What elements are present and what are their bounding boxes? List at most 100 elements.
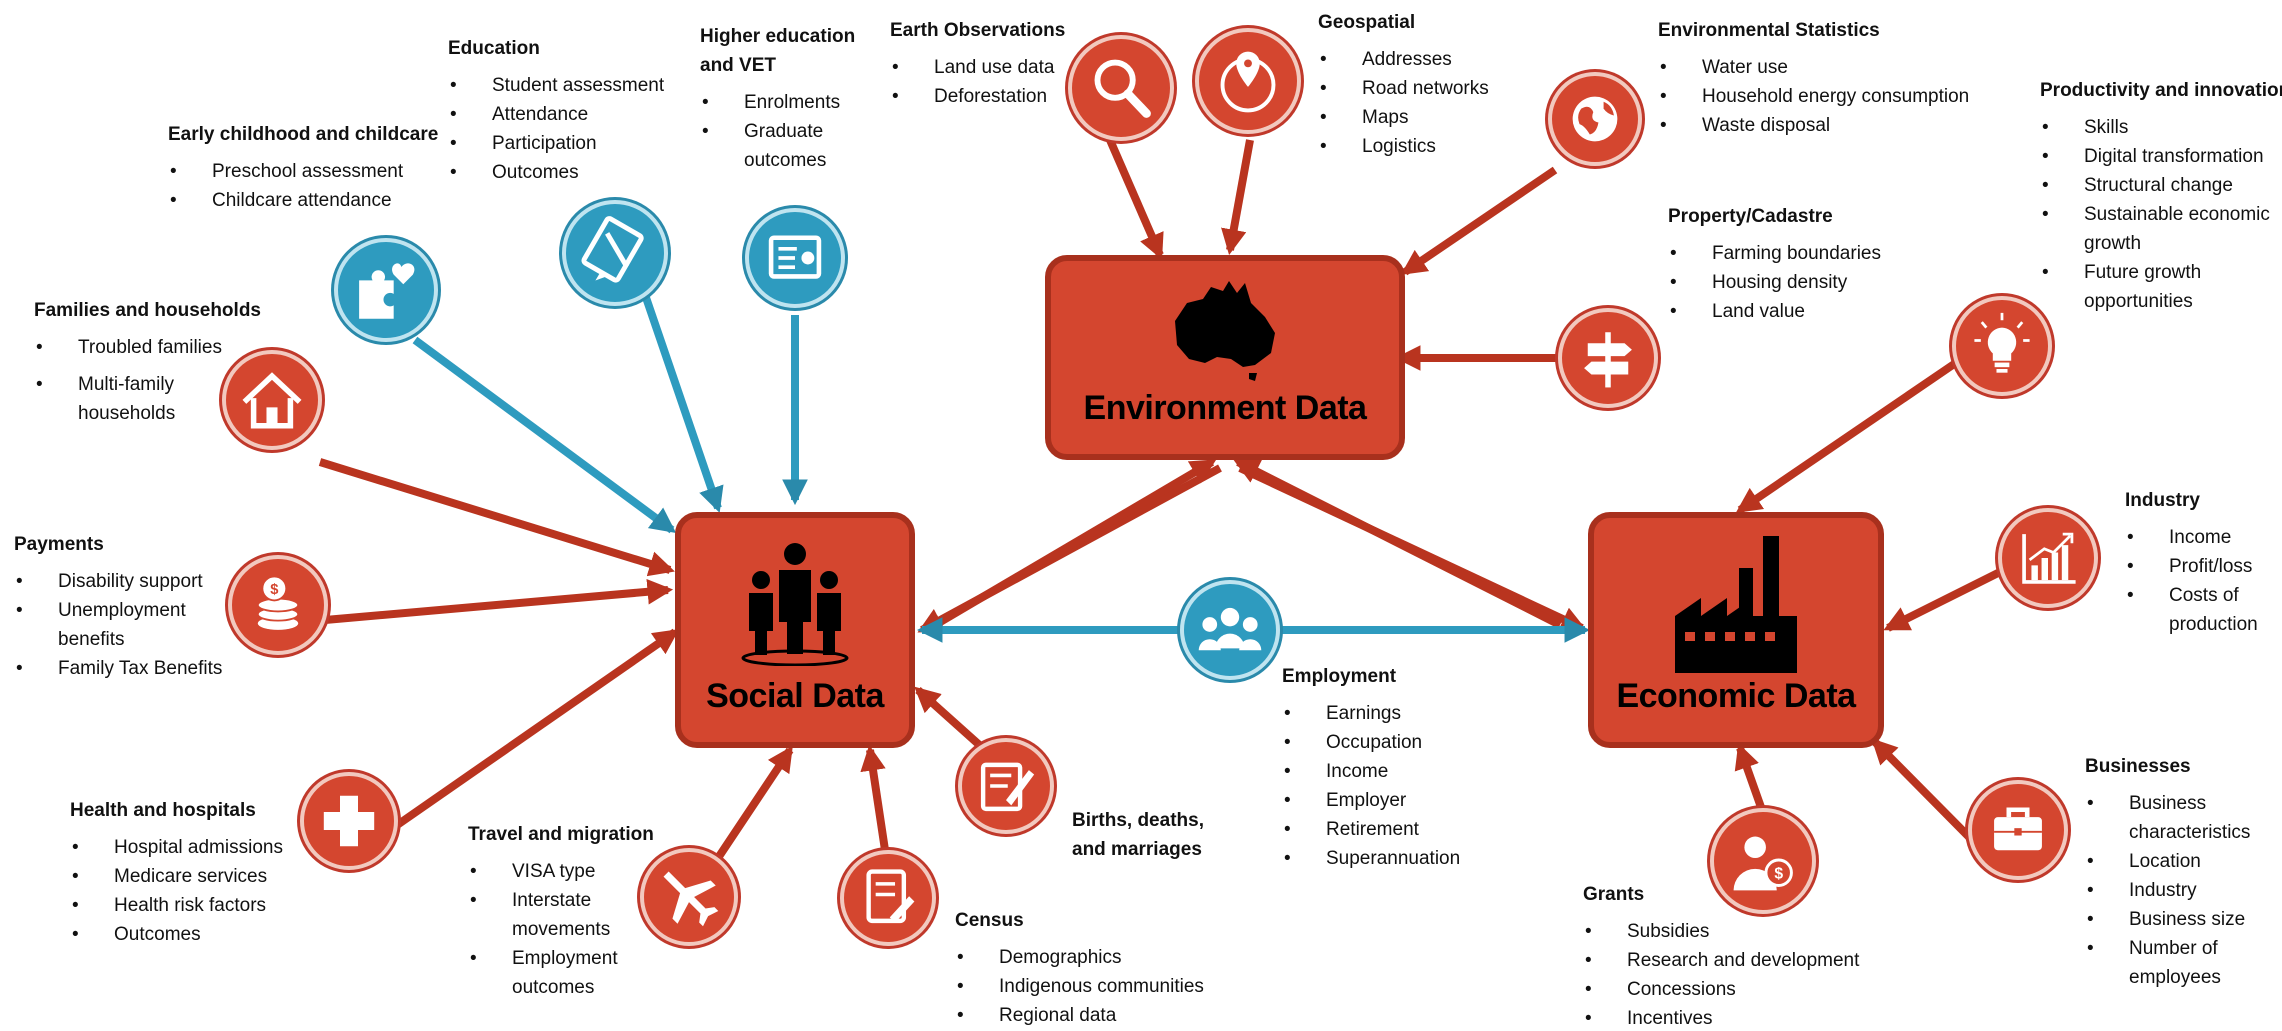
connector-social-environment: [927, 458, 1217, 632]
connector-payments: [324, 579, 674, 624]
group-heading: Education: [448, 38, 540, 59]
australia-map-icon: [1175, 281, 1275, 381]
group-heading: Property/Cadastre: [1668, 206, 1833, 227]
list-item: Household energy consumption: [1658, 82, 1998, 111]
list-item: Future growth opportunities: [2040, 258, 2282, 316]
list-item: VISA type: [468, 857, 648, 886]
list-item: Health risk factors: [70, 891, 310, 920]
medical-cross-icon: [323, 795, 375, 847]
education-label: Education Student assessmentAttendancePa…: [448, 34, 678, 187]
employment-node: [1180, 580, 1280, 680]
form-icon: [866, 869, 915, 924]
education-node: [562, 200, 668, 306]
list-item: Disability support: [14, 567, 224, 596]
businesses-label: Businesses Business characteristicsLocat…: [2085, 752, 2282, 992]
geospatial-node: [1195, 28, 1301, 134]
early-childhood-label: Early childhood and childcare Preschool …: [168, 120, 468, 215]
connector-births: [914, 686, 988, 753]
list-item: Employment outcomes: [468, 944, 648, 1002]
industry-label: Industry IncomeProfit/lossCosts of produ…: [2125, 486, 2282, 639]
list-item: Regional data: [955, 1001, 1235, 1030]
list-item: Profit/loss: [2125, 552, 2282, 581]
connector-grants: [1734, 743, 1766, 812]
list-item: Superannuation: [1282, 844, 1512, 873]
group-heading: Businesses: [2085, 756, 2191, 777]
list-item: Income: [2125, 523, 2282, 552]
travel-label: Travel and migration VISA typeInterstate…: [468, 820, 654, 1002]
list-item: Addresses: [1318, 45, 1518, 74]
list-item: Demographics: [955, 943, 1235, 972]
productivity-node: [1952, 296, 2052, 396]
connector-early-childhood: [412, 336, 677, 534]
group-heading: Geospatial: [1318, 12, 1416, 33]
health-label: Health and hospitals Hospital admissions…: [70, 796, 310, 949]
list-item: Retirement: [1282, 815, 1512, 844]
signpost-icon: [1584, 332, 1632, 388]
group-heading: Industry: [2125, 490, 2200, 511]
list-item: Student assessment: [448, 71, 678, 100]
list-item: Business size: [2085, 905, 2282, 934]
team-icon: [1198, 607, 1262, 651]
group-heading: Payments: [14, 534, 104, 555]
economic-data-hub: Economic Data: [1588, 512, 1884, 748]
higher-education-node: [745, 208, 845, 308]
group-heading: Higher education and VET: [700, 26, 856, 76]
families-label: Families and households Troubled familie…: [34, 296, 261, 428]
svg-text:$: $: [270, 582, 278, 598]
list-item: Land value: [1668, 297, 1908, 326]
magnifier-icon: [1094, 59, 1151, 118]
list-item: Occupation: [1282, 728, 1512, 757]
list-item: Indigenous communities: [955, 972, 1235, 1001]
list-item: Location: [2085, 847, 2282, 876]
list-item: Earnings: [1282, 699, 1512, 728]
group-heading: Earth Observations: [890, 20, 1066, 41]
list-item: Structural change: [2040, 171, 2282, 200]
list-item: Land use data: [890, 53, 1070, 82]
list-item: Troubled families: [34, 333, 224, 362]
group-heading: Productivity and innovation: [2040, 80, 2282, 101]
list-item: Maps: [1318, 103, 1518, 132]
list-item: Outcomes: [448, 158, 678, 187]
group-heading: Births, deaths, and marriages: [1072, 810, 1204, 860]
list-item: Waste disposal: [1658, 111, 1998, 140]
connector-env-stats: [1400, 166, 1558, 276]
list-item: Graduate outcomes: [700, 117, 875, 175]
census-label: Census DemographicsIndigenous communitie…: [955, 906, 1235, 1030]
list-item: Research and development: [1583, 946, 1883, 975]
connector-education: [636, 278, 724, 513]
puzzle-heart-icon: [359, 263, 415, 319]
connector-families: [318, 458, 675, 577]
person-dollar-icon: $: [1733, 836, 1793, 891]
list-item: Number of employees: [2085, 934, 2282, 992]
group-heading: Health and hospitals: [70, 800, 256, 821]
group-heading: Grants: [1583, 884, 1645, 905]
health-node: [300, 772, 398, 870]
earth-observations-node: [1068, 35, 1174, 141]
list-item: Preschool assessment: [168, 157, 468, 186]
list-item: Medicare services: [70, 862, 310, 891]
payments-node: $: [228, 555, 328, 655]
list-item: Family Tax Benefits: [14, 654, 224, 683]
higher-education-label: Higher education and VET EnrolmentsGradu…: [700, 22, 875, 175]
svg-text:$: $: [1774, 866, 1783, 883]
list-item: Concessions: [1583, 975, 1883, 1004]
list-item: Enrolments: [700, 88, 875, 117]
list-item: Housing density: [1668, 268, 1908, 297]
births-label: Births, deaths, and marriages: [1072, 806, 1212, 872]
list-item: Farming boundaries: [1668, 239, 1908, 268]
families-node: [222, 350, 322, 450]
travel-node: [640, 848, 738, 946]
pencil-icon: [581, 216, 644, 283]
environment-data-title: Environment Data: [1083, 389, 1367, 427]
environmental-statistics-node: [1548, 72, 1642, 166]
list-item: Multi-family households: [34, 370, 224, 428]
list-item: Digital transformation: [2040, 142, 2282, 171]
connector-industry: [1883, 568, 2002, 632]
connector-travel: [706, 745, 794, 873]
businesses-node: [1968, 780, 2068, 880]
births-node: [958, 738, 1054, 834]
list-item: Sustainable economic growth: [2040, 200, 2282, 258]
connector-health: [387, 628, 680, 834]
list-item: Hospital admissions: [70, 833, 310, 862]
